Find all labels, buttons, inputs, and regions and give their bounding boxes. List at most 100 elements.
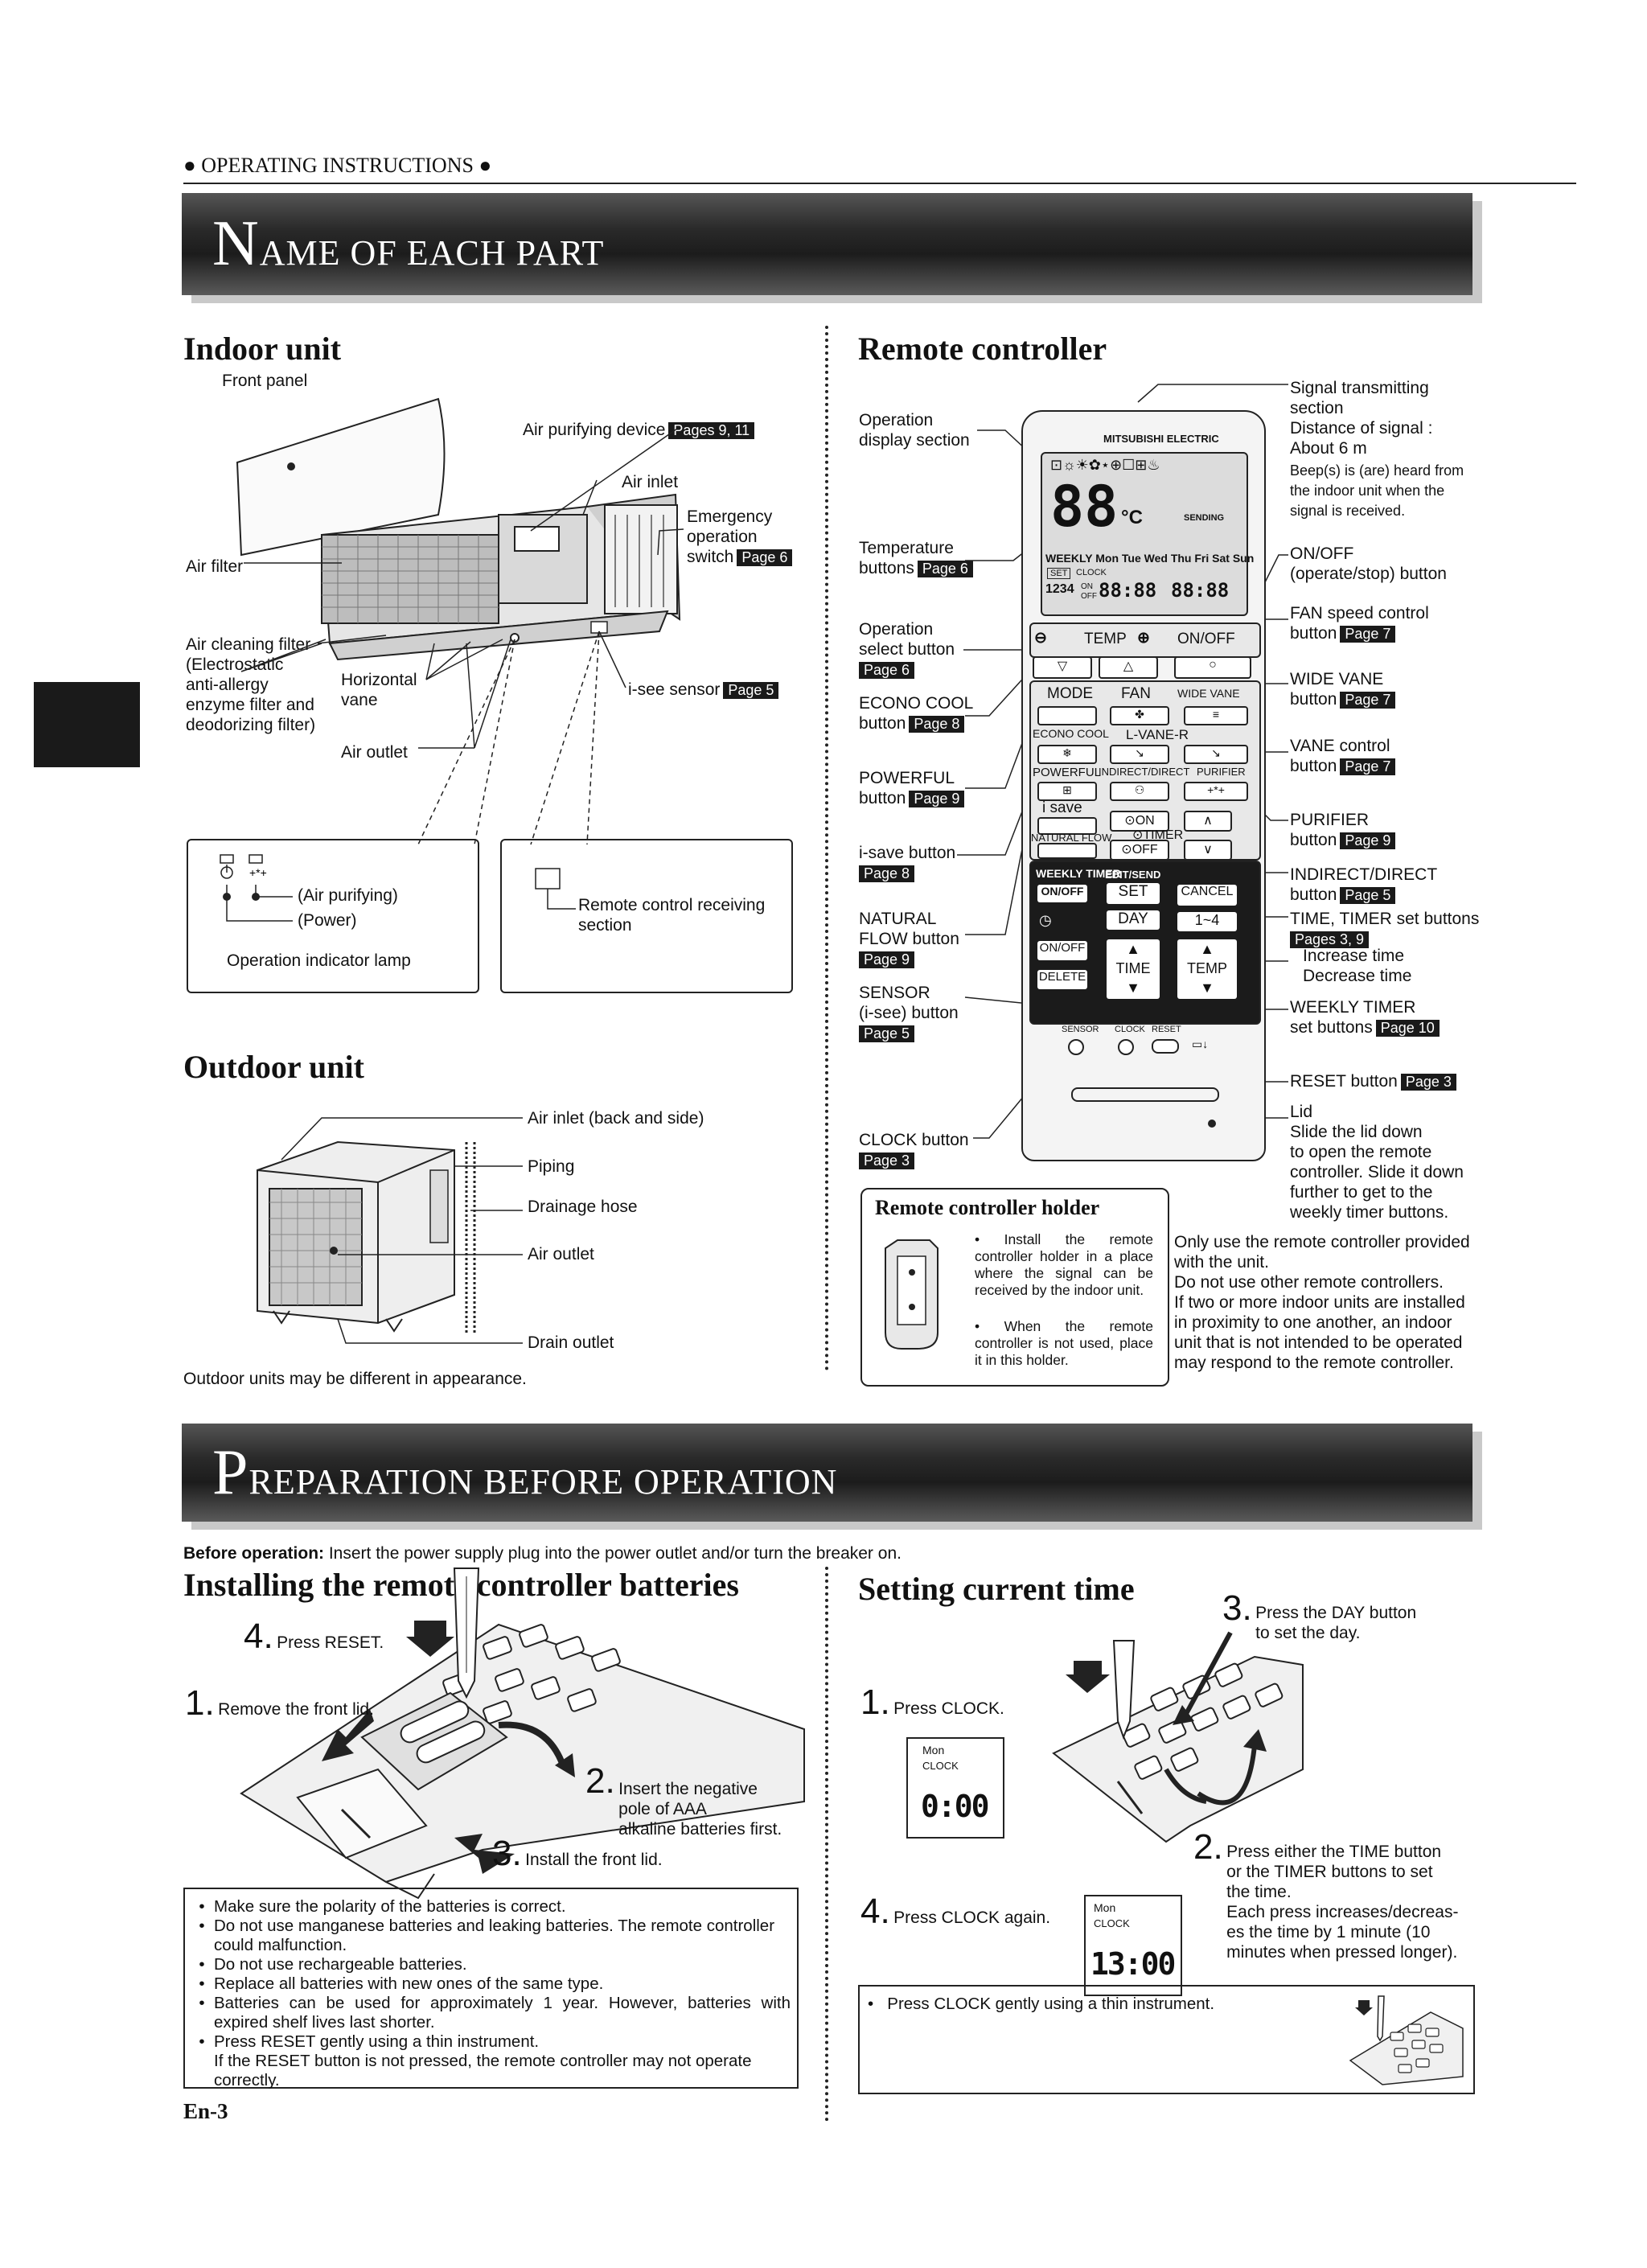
lcd-set: SET [1047, 568, 1071, 579]
header-rule [183, 183, 1576, 184]
program-range-button[interactable]: 1~4 [1177, 912, 1237, 931]
label-air-inlet: Air inlet [622, 473, 679, 491]
title-capital: P [212, 1437, 249, 1508]
before-operation-note: Before operation: Insert the power suppl… [183, 1544, 902, 1563]
purifier-button[interactable]: +*+ [1184, 782, 1248, 801]
reset-label: RESET [1152, 1025, 1181, 1034]
label-drain-outlet: Drain outlet [528, 1333, 614, 1352]
lcd-time: 13:00 [1090, 1946, 1176, 1982]
lcd-unit: °C [1121, 507, 1143, 528]
title-capital: N [212, 208, 260, 279]
lid-grip [1071, 1087, 1219, 1102]
time-button[interactable]: ▲TIME▼ [1107, 939, 1160, 999]
clock-label: CLOCK [1115, 1025, 1145, 1034]
label-front-panel: Front panel [222, 372, 308, 390]
plus-icon: ⊕ [1137, 630, 1150, 647]
day-button[interactable]: DAY [1107, 910, 1160, 930]
onoff-button[interactable]: ○ [1174, 656, 1251, 679]
time-note-box: • Press CLOCK gently using a thin instru… [858, 1985, 1475, 2094]
lcd-sending: SENDING [1184, 513, 1225, 523]
minus-icon: ⊖ [1034, 630, 1047, 647]
label-outdoor-air-inlet: Air inlet (back and side) [528, 1109, 704, 1128]
reset-button[interactable] [1152, 1039, 1179, 1054]
label-air-filter: Air filter [186, 557, 244, 576]
sensor-button[interactable] [1068, 1039, 1084, 1055]
lcd-time-1: 88:88 [1099, 579, 1157, 602]
label-outdoor-air-outlet: Air outlet [528, 1245, 594, 1263]
isave-button[interactable] [1037, 817, 1097, 835]
vane-right-button[interactable]: ↘ [1184, 745, 1248, 764]
lamp-icons: +*+ [220, 854, 293, 922]
label-air-purifying-lamp: (Air purifying) [298, 886, 398, 905]
page-ref: Page 5 [723, 681, 779, 699]
timer-down-button[interactable]: ∨ [1184, 840, 1232, 861]
temp-down-button[interactable]: ▽ [1033, 656, 1092, 679]
weekly-temp-button[interactable]: ▲TEMP▼ [1177, 939, 1237, 999]
temp-up-button[interactable]: △ [1099, 656, 1158, 679]
natural-flow-label: NATURAL FLOW [1031, 832, 1112, 844]
indirect-direct-button[interactable]: ⚇ [1110, 782, 1169, 801]
weekly-onoff2-button[interactable]: ON/OFF [1037, 941, 1087, 960]
remote-notice: Only use the remote controller provided … [1174, 1233, 1470, 1372]
timer-on-button[interactable]: ⊙ON [1110, 811, 1169, 832]
vane-left-button[interactable]: ↘ [1110, 745, 1169, 764]
lcd-mode-icons: ⊡☼☀✿⋆⊕☐⊞♨ [1050, 457, 1160, 473]
natural-flow-button[interactable] [1037, 843, 1097, 859]
cancel-button[interactable]: CANCEL [1177, 885, 1237, 906]
holder-bullet-1: • Install the remote controller holder i… [975, 1231, 1153, 1298]
lcd-clock: CLOCK [1076, 568, 1107, 577]
lcd-program: 1234 [1045, 582, 1074, 596]
page-number: En-3 [183, 2099, 228, 2123]
timer-label: ⊙TIMER [1132, 828, 1184, 842]
wide-vane-button[interactable]: ≡ [1184, 706, 1248, 725]
delete-button[interactable]: DELETE [1037, 970, 1087, 989]
label-horizontal-vane: Horizontal vane [341, 671, 417, 709]
timer-up-button[interactable]: ∧ [1184, 811, 1232, 832]
battery-icon: ▭↓ [1192, 1037, 1209, 1050]
weekly-onoff-button[interactable]: ON/OFF [1037, 885, 1087, 902]
set-button[interactable]: SET [1107, 883, 1160, 904]
lcd-clock-set: Mon CLOCK 13:00 [1084, 1895, 1182, 1996]
fan-button[interactable]: ✤ [1110, 706, 1169, 725]
indirect-direct-label: INDIRECT/DIRECT [1099, 766, 1190, 778]
indoor-unit-heading: Indoor unit [183, 331, 342, 367]
section-title: NAME OF EACH PART [212, 207, 604, 281]
powerful-button[interactable]: ⊞ [1037, 782, 1097, 801]
lcd-day: Mon [922, 1744, 945, 1756]
battery-notes-list: Make sure the polarity of the batteries … [185, 1897, 791, 2090]
brand-logo: MITSUBISHI ELECTRIC [1103, 433, 1219, 445]
column-divider-2 [825, 1567, 828, 2122]
econo-cool-button[interactable]: ❄ [1037, 745, 1097, 764]
time-note: • Press CLOCK gently using a thin instru… [868, 1995, 1215, 2013]
chapter-tab [34, 682, 140, 767]
clock-button[interactable] [1118, 1039, 1134, 1055]
time-step-2: 2. Press either the TIME button or the T… [1193, 1827, 1459, 1962]
time-step-3: 3. Press the DAY button to set the day. [1222, 1588, 1417, 1642]
time-heading: Setting current time [858, 1571, 1135, 1607]
label-remote-receiving: Remote control receiving section [578, 896, 766, 935]
battery-note: Do not use manganese batteries and leaki… [214, 1917, 791, 1955]
lcd-clock-text: CLOCK [922, 1760, 959, 1772]
remote-holder-box: Remote controller holder • Install the r… [860, 1188, 1169, 1387]
battery-step-1: 1. Remove the front lid. [185, 1683, 374, 1723]
outdoor-note: Outdoor units may be different in appear… [183, 1370, 527, 1388]
timer-off-button[interactable]: ⊙OFF [1110, 840, 1169, 861]
lcd-off: OFF [1081, 592, 1097, 601]
econo-cool-label: ECONO COOL [1033, 727, 1109, 740]
thin-instrument-illustration [1349, 1995, 1464, 2085]
mode-button[interactable] [1037, 706, 1097, 725]
